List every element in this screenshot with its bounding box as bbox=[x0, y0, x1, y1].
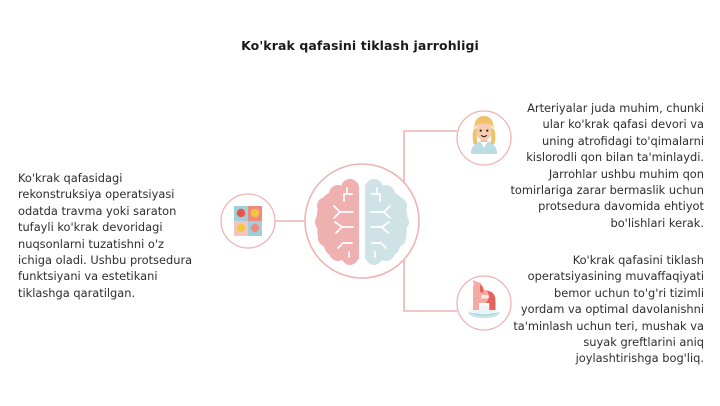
grid-tiles-icon bbox=[234, 206, 262, 236]
person-avatar-icon bbox=[471, 116, 497, 154]
center-node-brain[interactable] bbox=[304, 163, 420, 279]
description-left: Ko'krak qafasidagi rekonstruksiya operat… bbox=[18, 171, 193, 300]
connector-bottom-right bbox=[403, 254, 457, 312]
brain-icon bbox=[315, 179, 409, 265]
page-title: Ko'krak qafasini tiklash jarrohligi bbox=[241, 38, 479, 53]
satellite-node-rocking-horse[interactable] bbox=[456, 275, 512, 331]
description-right-top: Arteriyalar juda muhim, chunki ular ko'k… bbox=[510, 101, 704, 230]
connector-top-right bbox=[403, 130, 457, 188]
rocking-horse-icon bbox=[468, 280, 500, 319]
description-right-bottom: Ko'krak qafasini tiklash operatsiyasinin… bbox=[513, 253, 704, 366]
connector-group bbox=[275, 130, 457, 312]
satellite-node-grid[interactable] bbox=[220, 193, 276, 249]
satellite-node-person[interactable] bbox=[456, 110, 512, 166]
